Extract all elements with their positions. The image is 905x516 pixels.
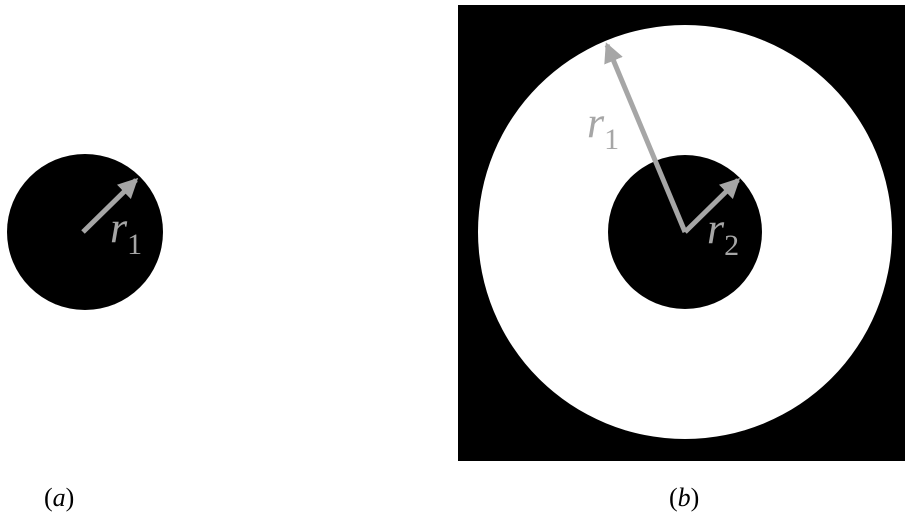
- panel-a: r1 (a): [7, 154, 163, 512]
- panel-a-caption-letter: a: [53, 483, 66, 512]
- panel-b-inner-radius-arrow: [683, 177, 741, 234]
- panel-a-caption-open: (: [44, 483, 53, 512]
- panel-b-caption-close: ): [691, 483, 700, 512]
- panel-b-outer-radius-arrow: [604, 42, 688, 233]
- panel-a-radius-label: r1: [110, 203, 142, 261]
- panel-b-r2-symbol: r: [707, 204, 725, 253]
- panel-b-inner-radius-label: r2: [707, 204, 739, 262]
- panel-b-r2-subscript: 2: [724, 229, 739, 262]
- panel-b-r1-symbol: r: [587, 98, 605, 147]
- panel-b-r1-subscript: 1: [604, 123, 619, 156]
- panel-b-caption-letter: b: [678, 483, 691, 512]
- panel-b-caption-open: (: [669, 483, 678, 512]
- panel-b-outer-radius-label: r1: [587, 98, 619, 156]
- panel-b-caption: (b): [669, 483, 699, 512]
- panel-a-caption-close: ): [66, 483, 75, 512]
- panel-a-r-symbol: r: [110, 203, 128, 252]
- panel-a-caption: (a): [44, 483, 74, 512]
- panel-a-r-subscript: 1: [127, 228, 142, 261]
- panel-b: r1 r2 (b): [458, 5, 905, 512]
- panel-a-radius-arrow: [81, 177, 139, 234]
